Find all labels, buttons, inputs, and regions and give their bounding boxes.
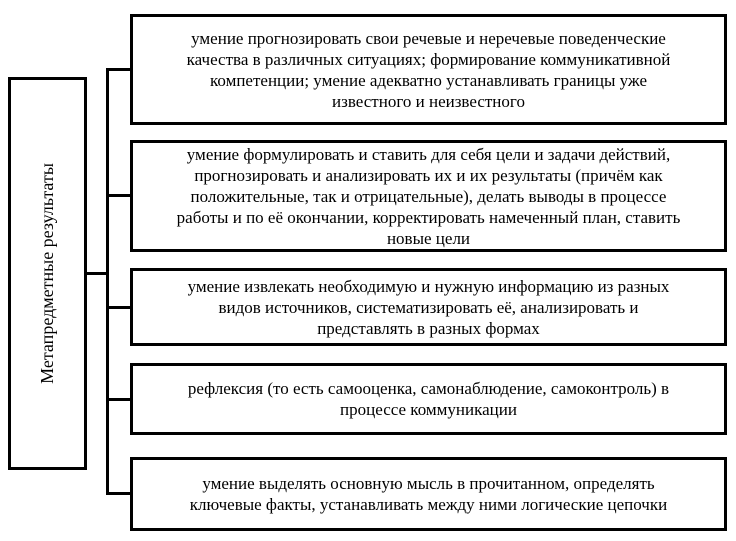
item-text-1: умение прогнозировать свои речевые и нер… xyxy=(186,28,671,111)
connector-branch-1 xyxy=(106,68,132,71)
item-text-2: умение формулировать и ставить для себя … xyxy=(176,144,681,248)
root-box: Метапредметные результаты xyxy=(8,77,87,470)
root-label: Метапредметные результаты xyxy=(37,163,58,384)
item-box-4: рефлексия (то есть самооценка, самонаблю… xyxy=(130,363,727,435)
item-text-5: умение выделять основную мысль в прочита… xyxy=(189,474,668,514)
item-text-4: рефлексия (то есть самооценка, самонаблю… xyxy=(187,379,670,419)
connector-branch-5 xyxy=(106,492,132,495)
item-box-3: умение извлекать необходимую и нужную ин… xyxy=(130,268,727,346)
item-text-3: умение извлекать необходимую и нужную ин… xyxy=(187,276,670,338)
connector-branch-3 xyxy=(106,306,132,309)
connector-branch-2 xyxy=(106,194,132,197)
connector-trunk xyxy=(106,68,109,495)
item-box-1: умение прогнозировать свои речевые и нер… xyxy=(130,14,727,125)
item-box-2: умение формулировать и ставить для себя … xyxy=(130,140,727,252)
connector-root-stub xyxy=(85,272,109,275)
item-box-5: умение выделять основную мысль в прочита… xyxy=(130,457,727,531)
connector-branch-4 xyxy=(106,398,132,401)
